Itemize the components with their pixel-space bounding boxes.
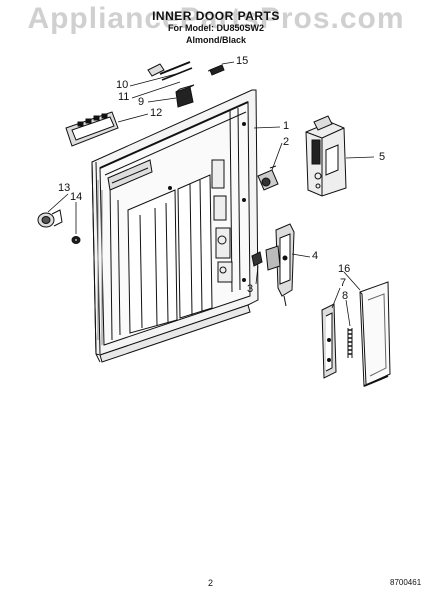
- part-10-11-pins: [147, 61, 193, 81]
- part-15-screw: [207, 64, 225, 76]
- callout-5: 5: [379, 151, 386, 163]
- part-16-cover-panel: [359, 281, 391, 387]
- part-13-knob: [37, 209, 63, 228]
- inner-door-panel: [91, 89, 259, 363]
- part-14-washer: [71, 236, 81, 244]
- callout-10: 10: [116, 79, 129, 91]
- callout-7: 7: [340, 277, 347, 289]
- model-number: For Model: DU850SW2: [167, 23, 264, 33]
- color-variant: Almond/Black: [185, 35, 246, 45]
- part-9-block: [175, 84, 195, 108]
- callout-8: 8: [342, 290, 349, 302]
- callout-9: 9: [138, 96, 145, 108]
- part-7-strip: [321, 303, 337, 379]
- part-2-latch: [257, 165, 279, 191]
- part-3-clip: [251, 251, 263, 267]
- callout-14: 14: [70, 191, 83, 203]
- callout-12: 12: [150, 107, 163, 119]
- part-8-spring: [347, 328, 353, 358]
- page-number: 2: [208, 578, 214, 588]
- leader-lines: [47, 61, 375, 327]
- callout-2: 2: [283, 136, 290, 148]
- callout-11: 11: [118, 91, 130, 103]
- document-code: 8700461: [390, 578, 422, 587]
- callout-16: 16: [338, 263, 351, 275]
- callout-3: 3: [247, 283, 254, 295]
- part-4-bracket: [265, 223, 295, 307]
- diagram-title: INNER DOOR PARTS: [152, 9, 280, 23]
- part-5-dispenser: [305, 115, 347, 197]
- callout-15: 15: [236, 55, 249, 67]
- callout-1: 1: [283, 120, 290, 132]
- callout-4: 4: [312, 250, 319, 262]
- callout-13: 13: [58, 182, 71, 194]
- part-12-control-insert: [65, 111, 119, 147]
